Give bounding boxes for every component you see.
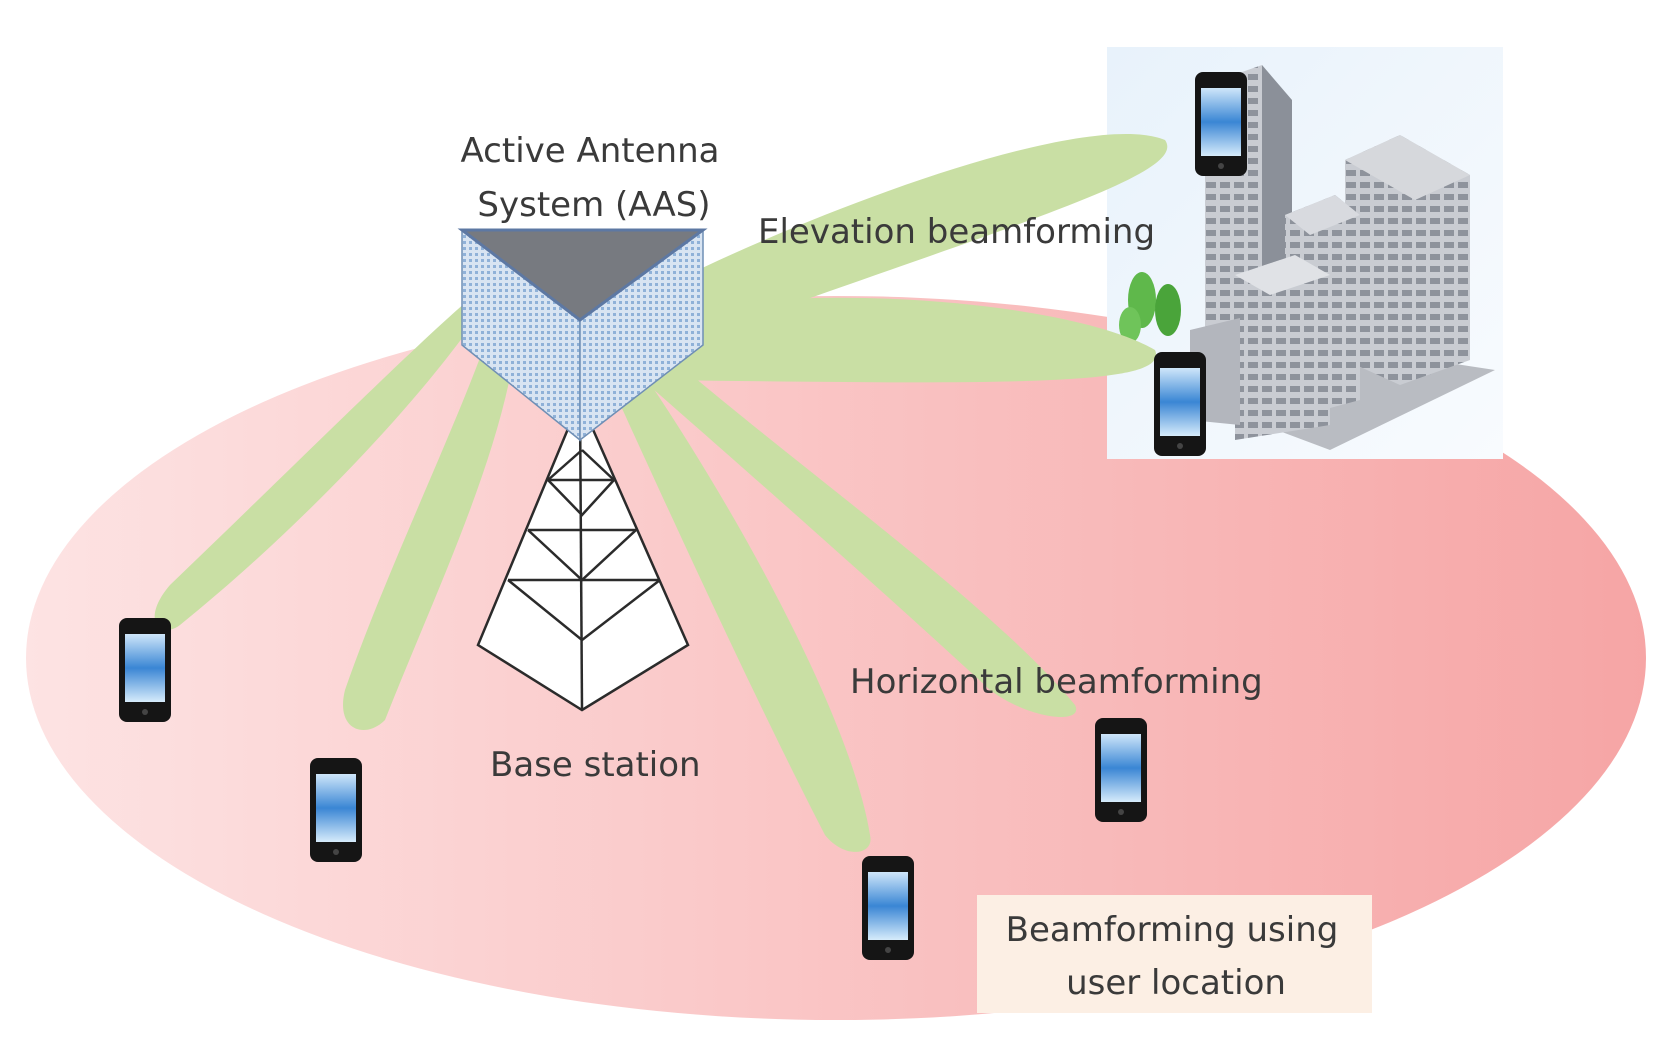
beam-elevation-lower	[610, 297, 1157, 383]
base-station-tower-icon	[476, 396, 690, 712]
beam-horizontal-right	[620, 330, 1077, 717]
smartphone-icon	[862, 856, 914, 960]
location-label-box	[977, 895, 1372, 1013]
smartphone-icon	[1154, 352, 1206, 456]
beam-left-inner	[343, 290, 520, 730]
beam-horizontal-bottom	[600, 340, 871, 852]
coverage-area	[26, 296, 1646, 1020]
beam-elevation-upper	[600, 133, 1168, 355]
smartphone-icon	[1095, 718, 1147, 822]
tree-icon	[1119, 272, 1181, 343]
beam-left-outer	[154, 290, 495, 631]
elevation-beamforming-label: Elevation beamforming	[758, 212, 1155, 252]
antenna-panel-icon	[457, 228, 708, 442]
horizontal-beamforming-label: Horizontal beamforming	[850, 662, 1263, 702]
aas-label-line1: Active Antenna	[461, 131, 720, 171]
location-label-line2: user location	[1066, 963, 1286, 1003]
smartphone-icon	[119, 618, 171, 722]
smartphone-icon	[310, 758, 362, 862]
location-label-line1: Beamforming using	[1006, 910, 1339, 950]
aas-label-line2: System (AAS)	[477, 185, 710, 225]
beams	[154, 133, 1168, 852]
office-buildings-icon	[1107, 47, 1503, 459]
base-station-label: Base station	[490, 745, 701, 785]
smartphone-icon	[1195, 72, 1247, 176]
